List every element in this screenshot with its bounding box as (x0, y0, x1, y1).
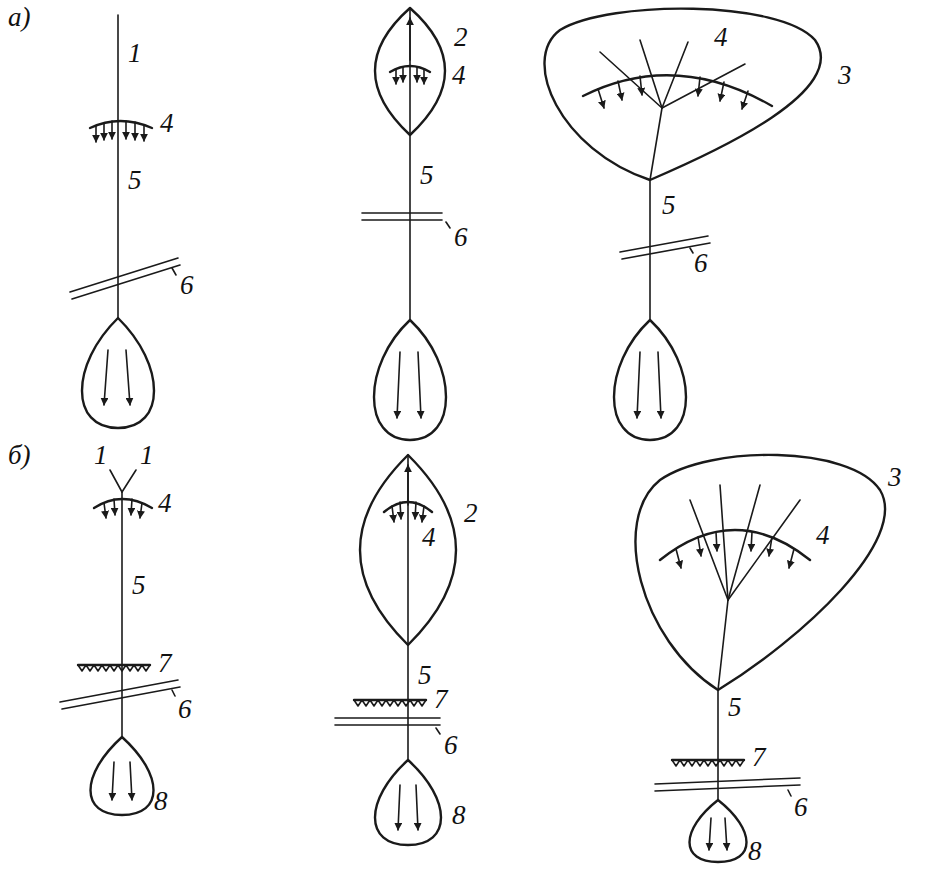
callout-number: 1 (138, 440, 156, 470)
callout-number: 3 (886, 462, 904, 492)
callout-number: 5 (416, 660, 434, 690)
callout-number: 7 (432, 684, 450, 714)
callout-number: 4 (156, 488, 174, 518)
callout-number: 4 (158, 108, 176, 138)
figure-a1 (70, 15, 180, 428)
callout-number: 6 (176, 694, 194, 724)
callout-number: 4 (450, 60, 468, 90)
callout-number: 6 (178, 270, 196, 300)
callout-number: 5 (130, 570, 148, 600)
callout-number: 5 (126, 165, 144, 195)
callout-number: 7 (750, 742, 768, 772)
callout-number: 4 (814, 520, 832, 550)
callout-number: 6 (452, 222, 470, 252)
callout-number: 5 (418, 160, 436, 190)
callout-number: 1 (92, 440, 110, 470)
figure-letter: а) (6, 2, 33, 32)
callout-number: 6 (442, 730, 460, 760)
callout-number: 5 (726, 692, 744, 722)
callout-number: 2 (462, 498, 480, 528)
callout-number: 6 (692, 248, 710, 278)
callout-number: 8 (450, 800, 468, 830)
callout-number: 4 (712, 22, 730, 52)
callout-number: 6 (792, 792, 810, 822)
callout-number: 2 (452, 22, 470, 52)
callout-number: 1 (126, 38, 144, 68)
callout-number: 8 (152, 786, 170, 816)
figure-letter: б) (6, 440, 33, 470)
figure-a2 (362, 8, 450, 440)
figure-b3 (635, 455, 885, 862)
figure-a3 (544, 9, 820, 440)
callout-number: 5 (660, 190, 678, 220)
figure-b2 (335, 455, 456, 845)
figure-b1 (60, 470, 180, 815)
callout-number: 7 (156, 648, 174, 678)
callout-number: 8 (746, 836, 764, 866)
callout-number: 3 (836, 60, 854, 90)
callout-number: 4 (420, 522, 438, 552)
